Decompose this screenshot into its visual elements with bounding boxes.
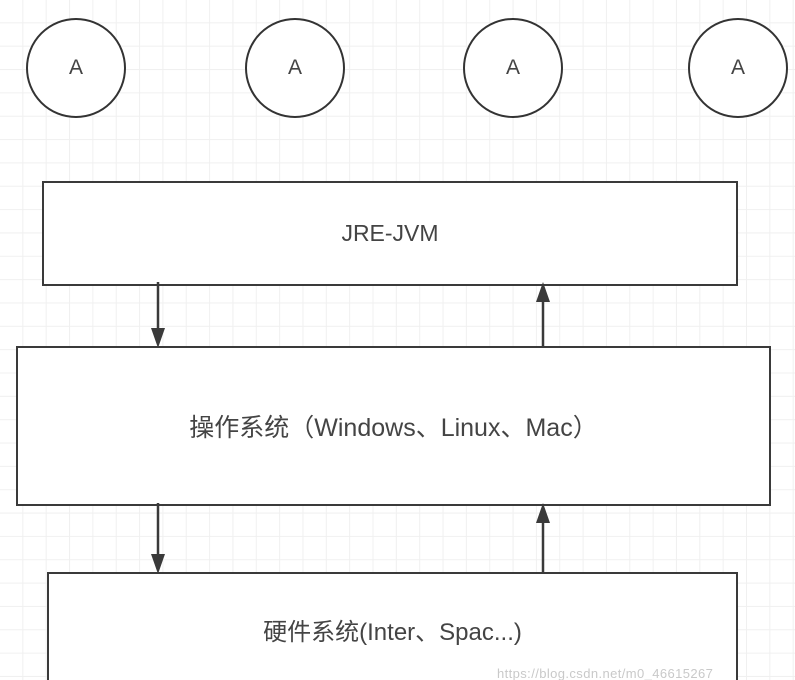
operating-system-box[interactable]: 操作系统（Windows、Linux、Mac） <box>16 346 771 506</box>
arrow-hardware-to-os <box>536 503 550 574</box>
arrow-jre-to-os <box>151 282 165 348</box>
application-node-2[interactable]: A <box>245 18 345 118</box>
application-node-1-label: A <box>68 56 83 79</box>
application-node-4-label: A <box>730 56 745 79</box>
application-node-4[interactable]: A <box>688 18 788 118</box>
jre-jvm-box[interactable]: JRE-JVM <box>42 181 738 286</box>
application-node-3-label: A <box>505 56 520 79</box>
hardware-system-box[interactable]: 硬件系统(Inter、Spac...) <box>47 572 738 680</box>
operating-system-label: 操作系统（Windows、Linux、Mac） <box>189 414 598 442</box>
jre-jvm-label: JRE-JVM <box>341 220 439 246</box>
source-watermark: https://blog.csdn.net/m0_46615267 <box>497 666 714 680</box>
application-node-1[interactable]: A <box>26 18 126 118</box>
application-node-3[interactable]: A <box>463 18 563 118</box>
arrow-os-to-hardware <box>151 503 165 574</box>
hardware-system-label: 硬件系统(Inter、Spac...) <box>263 618 522 646</box>
arrow-os-to-jre <box>536 282 550 348</box>
application-node-2-label: A <box>287 56 302 79</box>
